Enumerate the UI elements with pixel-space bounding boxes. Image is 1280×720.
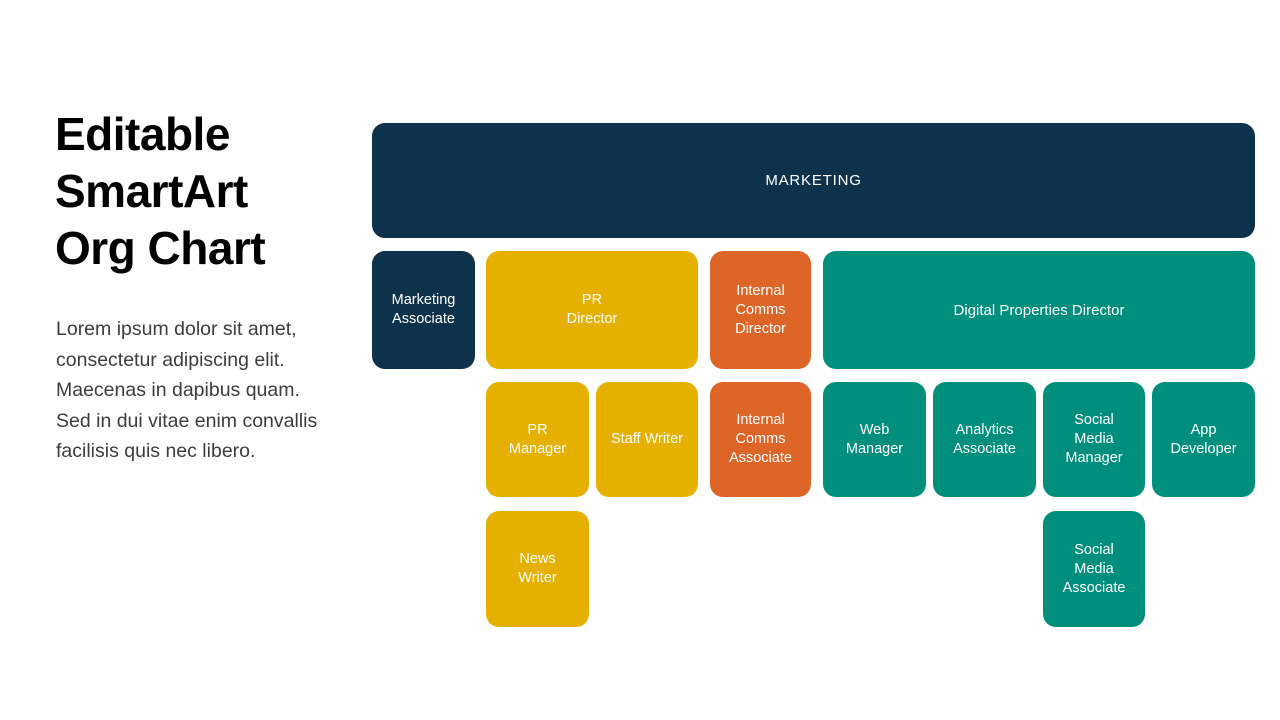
org-node-staff-writer[interactable]: Staff Writer [596,382,698,497]
org-node-web-manager[interactable]: Web Manager [823,382,926,497]
org-node-news-writer[interactable]: News Writer [486,511,589,627]
org-node-internal-comms-associate[interactable]: Internal Comms Associate [710,382,811,497]
org-node-pr-manager[interactable]: PR Manager [486,382,589,497]
org-node-social-media-manager[interactable]: Social Media Manager [1043,382,1145,497]
org-node-marketing[interactable]: MARKETING [372,123,1255,238]
org-node-app-developer[interactable]: App Developer [1152,382,1255,497]
page-title: Editable SmartArt Org Chart [55,108,266,274]
org-node-analytics-associate[interactable]: Analytics Associate [933,382,1036,497]
org-node-social-media-associate[interactable]: Social Media Associate [1043,511,1145,627]
org-node-digital-properties-director[interactable]: Digital Properties Director [823,251,1255,369]
body-paragraph: Lorem ipsum dolor sit amet, consectetur … [56,318,318,462]
org-chart: MARKETING Marketing Associate PR Directo… [372,123,1255,627]
org-node-marketing-associate[interactable]: Marketing Associate [372,251,475,369]
org-node-pr-director[interactable]: PR Director [486,251,698,369]
org-node-internal-comms-director[interactable]: Internal Comms Director [710,251,811,369]
